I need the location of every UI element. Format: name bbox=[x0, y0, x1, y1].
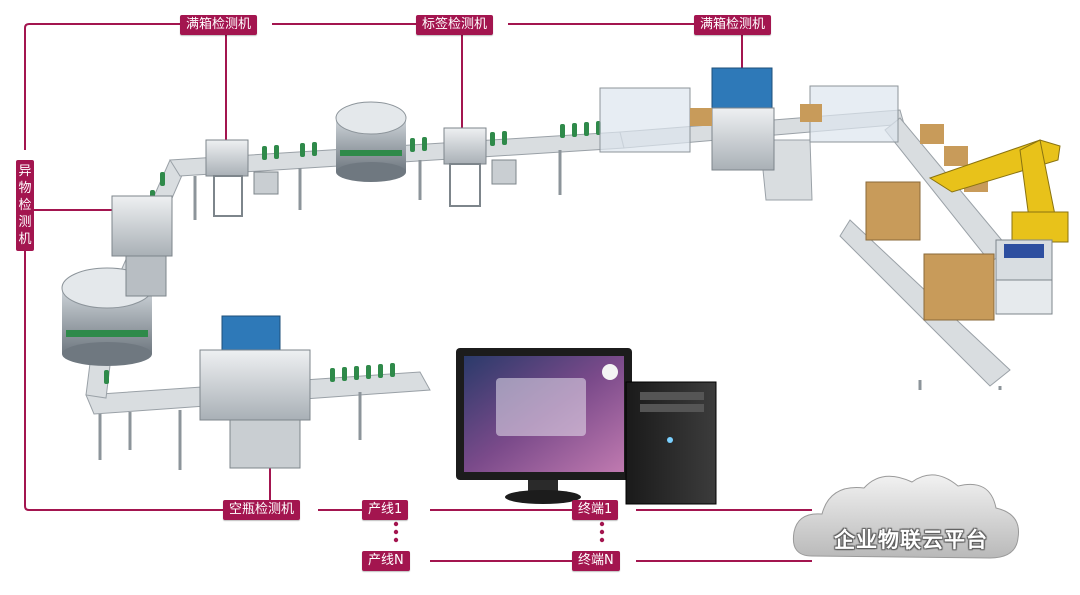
label-production-line-1: 产线1 bbox=[362, 500, 409, 520]
palletized-cartons bbox=[865, 181, 995, 321]
rotary-filler-left bbox=[61, 267, 153, 366]
label-full-box-inspector-2: 满箱检测机 bbox=[694, 15, 772, 35]
cloud-shape bbox=[792, 474, 1020, 559]
computer-monitor bbox=[456, 348, 632, 504]
label-empty-bottle-inspector: 空瓶检测机 bbox=[223, 500, 301, 520]
label-terminal-n: 终端N bbox=[572, 551, 620, 571]
conveyor-legs bbox=[98, 150, 1002, 470]
robot-arm bbox=[928, 139, 1069, 315]
continuation-dots bbox=[393, 521, 605, 543]
cloud-platform-label: 企业物联云平台 bbox=[834, 528, 988, 552]
computer-tower bbox=[625, 381, 717, 505]
carton-packer bbox=[599, 67, 988, 192]
machine-foreign-object bbox=[111, 195, 173, 297]
machine-empty-bottle bbox=[199, 315, 311, 469]
label-full-box-inspector-1: 满箱检测机 bbox=[180, 15, 258, 35]
label-label-inspector: 标签检测机 bbox=[416, 15, 494, 35]
machine-full-box-1 bbox=[205, 139, 279, 217]
rotary-filler-top bbox=[335, 101, 407, 182]
label-foreign-object-inspector: 异物检测机 bbox=[16, 160, 34, 251]
label-terminal-1: 终端1 bbox=[572, 500, 619, 520]
machine-label-inspect bbox=[443, 127, 517, 207]
label-production-line-n: 产线N bbox=[362, 551, 410, 571]
